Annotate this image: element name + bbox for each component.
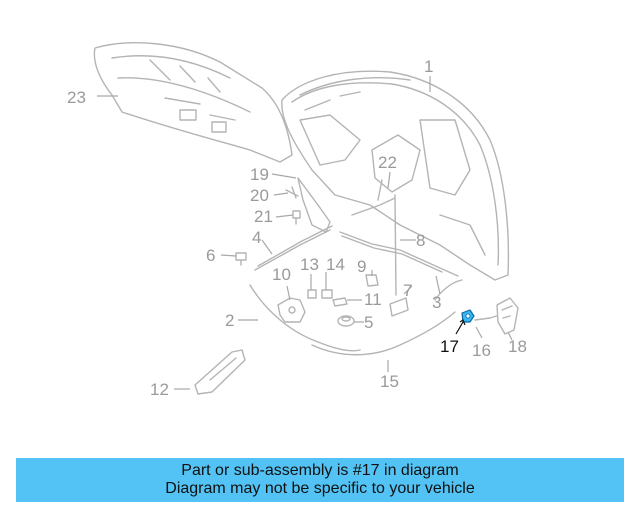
callout-9: 9 [357, 257, 366, 276]
part-5-grommet [337, 315, 355, 327]
part-15-cable [311, 311, 456, 356]
part-11-bolt [332, 297, 348, 307]
callout-18: 18 [508, 337, 527, 356]
part-1-hood-panel [281, 70, 510, 281]
part-12-support [194, 349, 246, 395]
callout-21: 21 [254, 207, 273, 226]
callout-5: 5 [364, 313, 373, 332]
callout-12: 12 [150, 380, 169, 399]
callout-7: 7 [403, 281, 412, 300]
callout-20: 20 [250, 186, 269, 205]
part-info-banner: Part or sub-assembly is #17 in diagram D… [16, 458, 624, 502]
part-6-clip [235, 252, 247, 266]
banner-line-part-number: Part or sub-assembly is #17 in diagram [181, 462, 459, 479]
callout-1: 1 [424, 57, 433, 76]
callout-22: 22 [378, 153, 397, 172]
part-4-seal [254, 225, 333, 271]
callout-8: 8 [416, 231, 425, 250]
part-23-insulator-pad [93, 42, 293, 163]
part-2-release-cable [249, 284, 361, 352]
callout-13: 13 [300, 255, 319, 274]
part-13-clip [307, 289, 317, 299]
part-18-release-handle [496, 297, 519, 335]
callout-labels: 23 1 22 19 20 21 6 4 8 9 10 13 14 11 5 7… [67, 57, 527, 399]
part-21-bolt [292, 210, 301, 225]
callout-2: 2 [225, 311, 234, 330]
part-9-bumper [365, 274, 379, 287]
part-22-prop-rod [351, 179, 397, 296]
callout-19: 19 [250, 165, 269, 184]
callout-16: 16 [472, 341, 491, 360]
part-3-strip [434, 279, 463, 301]
callout-4: 4 [252, 228, 261, 247]
callout-17-highlighted: 17 [440, 337, 459, 356]
part-17-cable-clip [461, 309, 475, 323]
callout-11: 11 [364, 290, 382, 309]
callout-3: 3 [432, 293, 441, 312]
callout-6: 6 [206, 246, 215, 265]
leader-lines [97, 76, 513, 390]
part-16-cable-end [474, 314, 501, 321]
callout-10: 10 [272, 265, 291, 284]
part-8-weatherstrip [339, 231, 459, 277]
callout-15: 15 [380, 372, 399, 391]
callout-14: 14 [326, 255, 345, 274]
part-20-bolt [285, 186, 299, 199]
part-7-bracket [389, 297, 409, 317]
part-19-hood-hinge [297, 177, 331, 233]
part-14-clip [321, 289, 333, 299]
callout-23: 23 [67, 88, 86, 107]
part-10-latch [277, 297, 306, 323]
parts-diagram: 23 1 22 19 20 21 6 4 8 9 10 13 14 11 5 7… [67, 42, 527, 399]
banner-line-disclaimer: Diagram may not be specific to your vehi… [165, 480, 475, 497]
